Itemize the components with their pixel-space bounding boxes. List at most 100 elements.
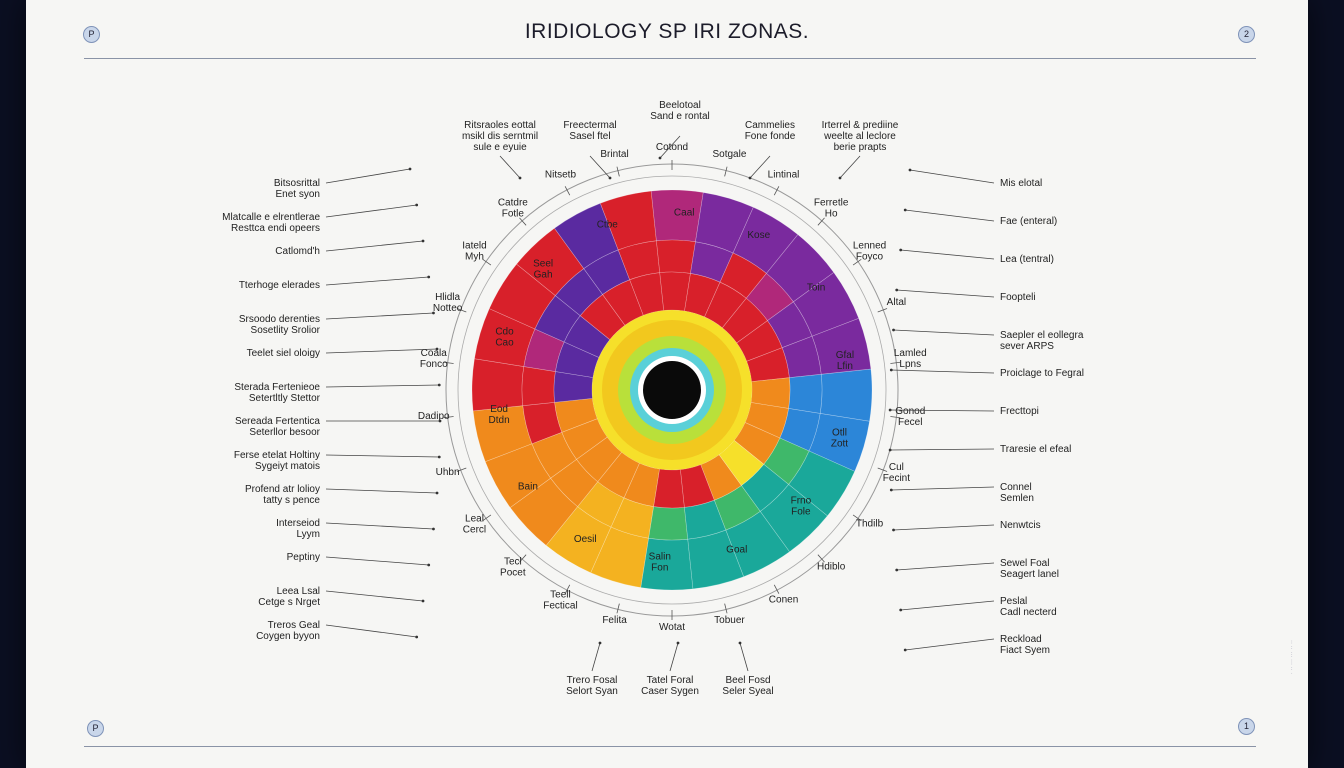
segment-label: Zott — [831, 439, 848, 450]
callout-label: Seler Syeal — [722, 686, 773, 697]
corner-mark-bottom-right: 1 — [1238, 718, 1255, 735]
callout-label: Peptiny — [287, 552, 320, 563]
callout-label: Ritsraoles eottal — [464, 120, 536, 131]
leader-line — [325, 488, 438, 494]
ring-label: Teell — [550, 590, 571, 601]
callout-label: Lyym — [296, 529, 320, 540]
callout-label: Irterrel & prediine — [822, 120, 899, 131]
leader-line — [325, 204, 417, 218]
callout-label: Resttca endi opeers — [231, 223, 320, 234]
segment-label: Frno — [791, 495, 812, 506]
leader-line — [909, 169, 995, 184]
leader-line — [325, 522, 434, 530]
ring-label: Gonod — [895, 406, 925, 417]
leader-line — [325, 590, 424, 602]
callout-label: Srsoodo derenties — [239, 314, 320, 325]
leader-dot — [889, 488, 893, 492]
bottom-rule — [84, 746, 1256, 747]
leader-dot — [432, 311, 435, 315]
leader-line — [893, 524, 995, 531]
ring-label: Lamled — [894, 348, 927, 359]
leader-line — [890, 448, 995, 451]
leader-line — [325, 168, 411, 184]
ring-label: Lintinal — [768, 169, 800, 180]
callout-label: Seterllor besoor — [249, 427, 320, 438]
callout-label: msikl dis serntmil — [462, 131, 538, 142]
callout-label: Bitsosrittal — [274, 178, 320, 189]
leader-dot — [899, 608, 903, 612]
ring-label: Fonco — [420, 359, 448, 370]
segment-label: Gfal — [836, 350, 854, 361]
leader-line — [891, 369, 995, 374]
leader-dot — [676, 641, 680, 645]
ring-tick — [852, 514, 862, 521]
segment-label: Caal — [674, 207, 695, 218]
leader-dot — [421, 239, 425, 243]
ring-tick — [443, 361, 454, 364]
callout-label: Reckload — [1000, 634, 1042, 645]
segment-label: Salin — [649, 552, 671, 563]
leader-dot — [899, 248, 903, 252]
segment-label: Toin — [807, 283, 825, 294]
ring-tick — [817, 217, 825, 226]
corner-mark-top-right: 2 — [1238, 26, 1255, 43]
ring-tick — [877, 308, 888, 313]
segment-label: Bain — [518, 481, 538, 492]
callout-label: weelte al leclore — [823, 131, 896, 142]
middle-zone-segment — [788, 373, 823, 414]
leader-dot — [437, 455, 441, 459]
callout-label: Saepler el eollegra — [1000, 330, 1084, 341]
segment-label: Oesil — [574, 534, 597, 545]
ring-label: Iateld — [462, 241, 486, 252]
callout-label: Cammelies — [745, 120, 795, 131]
leader-line — [905, 638, 995, 651]
callout-label: Sand e rontal — [650, 111, 710, 122]
ring-label: Cul — [889, 462, 904, 473]
leader-line — [325, 454, 440, 458]
segment-label: Fole — [791, 506, 811, 517]
leader-line — [839, 155, 861, 179]
leader-dot — [427, 275, 431, 279]
segment-label: Gah — [534, 270, 553, 281]
leader-dot — [598, 641, 602, 645]
ring-label: Ferretle — [814, 197, 849, 208]
ring-tick — [817, 554, 825, 563]
callout-label: sever ARPS — [1000, 341, 1054, 352]
leader-line — [891, 486, 995, 491]
ring-tick — [519, 217, 527, 226]
leader-line — [499, 155, 521, 179]
segment-label: Cao — [495, 337, 514, 348]
ring-label: Altal — [887, 297, 906, 308]
leader-dot — [435, 491, 439, 495]
middle-zone-segment — [648, 506, 689, 541]
callout-label: Semlen — [1000, 493, 1034, 504]
callout-label: sule e eyuie — [473, 142, 527, 153]
ring-label: Fotle — [502, 208, 525, 219]
ring-label: Hlidla — [435, 292, 460, 303]
leader-line — [325, 240, 424, 252]
callout-label: Nenwtcis — [1000, 520, 1041, 531]
callout-label: Fone fonde — [745, 131, 796, 142]
ring-tick — [890, 416, 901, 419]
leader-line — [325, 556, 429, 566]
ring-tick — [564, 186, 571, 196]
ring-tick — [456, 308, 467, 313]
middle-zone-segment — [655, 239, 696, 274]
ring-tick — [564, 584, 571, 594]
segment-label: Ctbe — [597, 219, 619, 230]
callout-label: Frecttopi — [1000, 406, 1039, 417]
ring-label: Coala — [421, 348, 448, 359]
segment-label: Kose — [747, 230, 770, 241]
ring-label: Nitsetb — [545, 169, 577, 180]
callout-label: Sosetlity Srolior — [251, 325, 321, 336]
outer-zone-segment — [819, 368, 873, 422]
leader-line — [325, 384, 440, 388]
leader-dot — [408, 167, 412, 171]
leader-line — [589, 155, 611, 179]
ring-label: Ho — [825, 208, 838, 219]
callout-label: Teelet siel oloigy — [247, 348, 320, 359]
ring-label: Felita — [602, 615, 627, 626]
leader-line — [749, 155, 771, 179]
ring-label: Dadipo — [418, 411, 450, 422]
ring-tick — [616, 603, 620, 614]
